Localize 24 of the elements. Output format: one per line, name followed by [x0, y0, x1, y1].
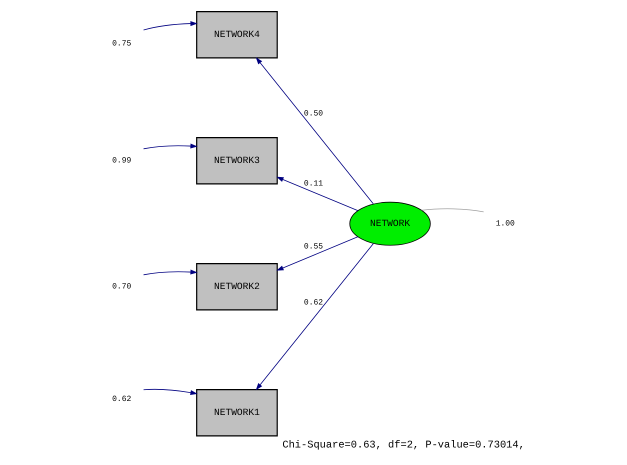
edge-label: 0.50 — [304, 109, 324, 118]
arrow — [143, 270, 198, 276]
connector — [421, 208, 484, 212]
edge-label: 0.11 — [304, 179, 324, 188]
node-text: 0.99 — [112, 156, 132, 166]
edge-label: 0.62 — [304, 298, 324, 308]
node-text: 0.70 — [112, 282, 132, 292]
node-ellipse: NETWORK — [349, 202, 431, 246]
node-text: 0.75 — [112, 40, 132, 49]
node-text: 1.00 — [496, 220, 515, 229]
node-box: NETWORK3 — [196, 137, 278, 184]
arrow — [143, 144, 198, 150]
arrow — [256, 57, 374, 204]
caption: Chi-Square=0.63, df=2, P-value=0.73014, — [282, 439, 525, 452]
arrow — [143, 21, 198, 30]
node-box: NETWORK1 — [196, 389, 278, 436]
arrow — [143, 388, 198, 396]
arrow — [276, 236, 358, 271]
node-text: 0.62 — [112, 395, 132, 404]
arrow — [276, 176, 358, 212]
node-box: NETWORK2 — [196, 263, 278, 310]
edge-label: 0.55 — [304, 242, 324, 252]
arrow — [256, 243, 374, 390]
node-box: NETWORK4 — [196, 11, 278, 58]
